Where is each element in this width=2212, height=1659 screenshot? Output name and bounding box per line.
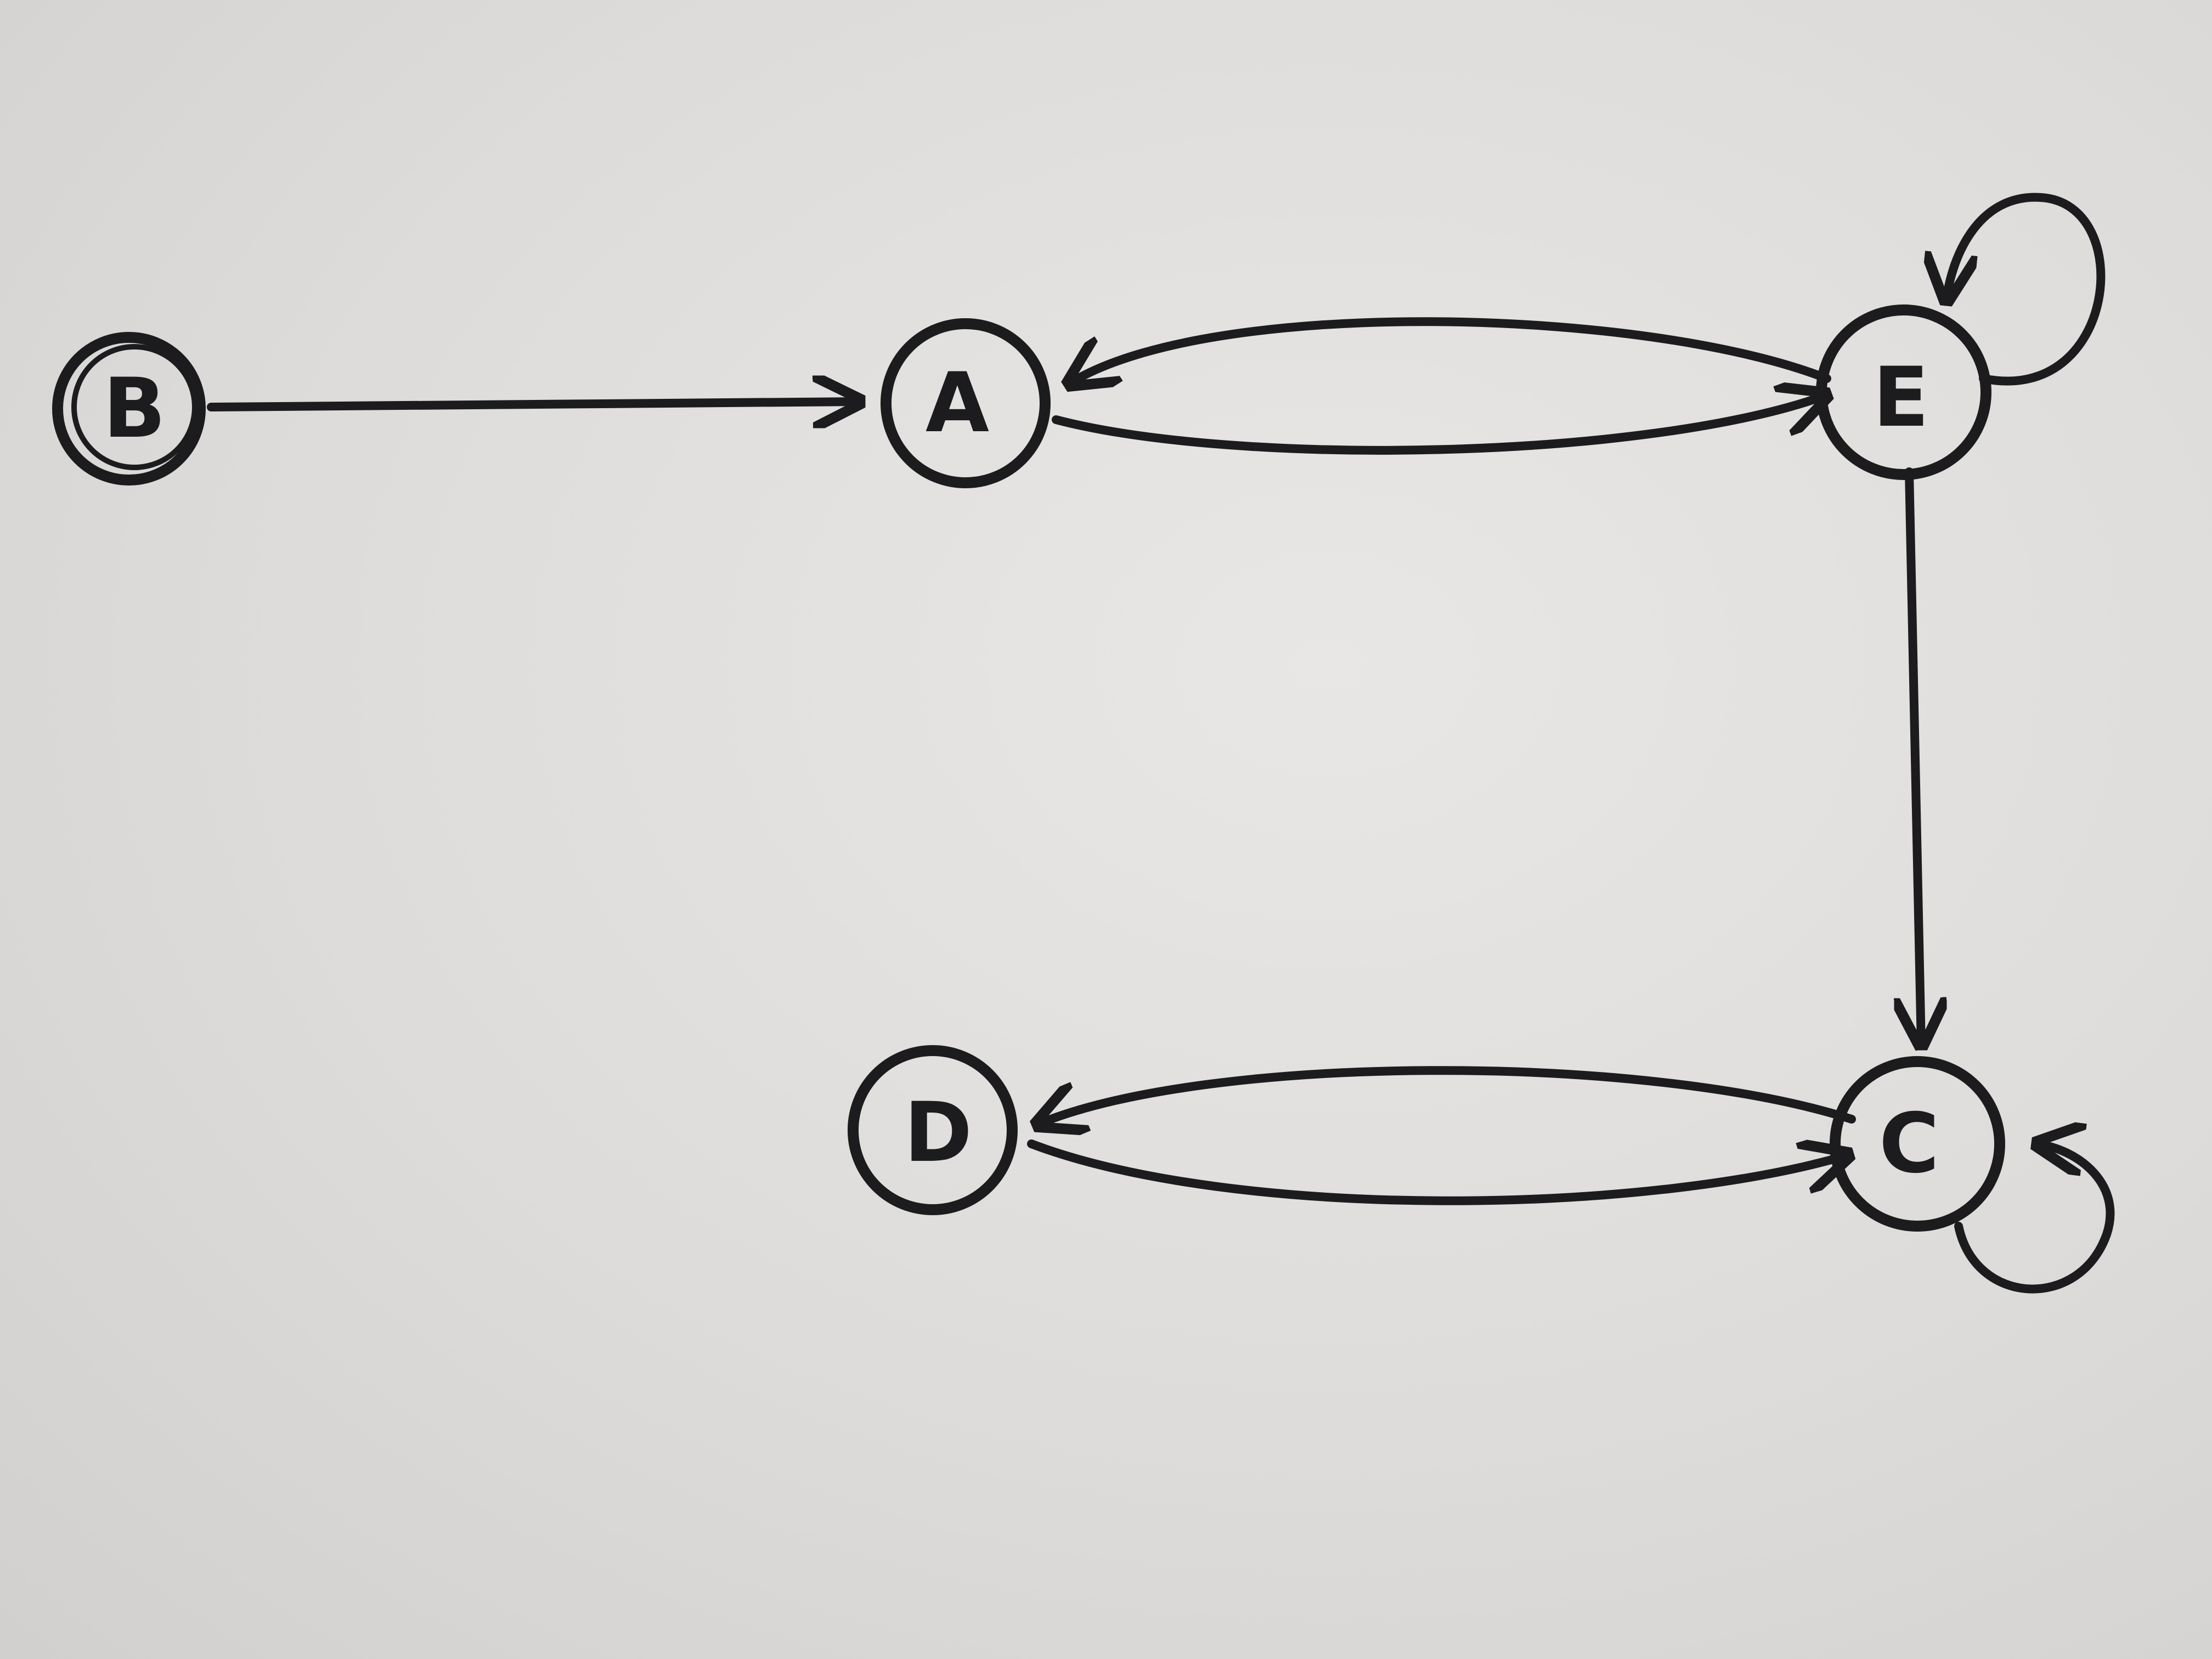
node-e-label: E — [1873, 350, 1929, 445]
node-b: B — [52, 332, 206, 486]
node-a-circle — [881, 318, 1051, 488]
node-a: A — [881, 318, 1051, 488]
node-b-label: B — [103, 361, 166, 456]
edge-b-to-a — [207, 402, 860, 407]
edge-c-self-loop — [1954, 1144, 2115, 1294]
node-d: D — [848, 1045, 1018, 1215]
node-b-inner-stroke — [71, 344, 198, 470]
edge-e-to-a — [1069, 317, 1831, 384]
node-a-label: A — [926, 356, 989, 451]
edge-d-to-c — [1027, 1144, 1849, 1205]
node-c-label: C — [1879, 1096, 1939, 1192]
node-d-label: D — [904, 1085, 973, 1181]
edge-e-to-c — [1909, 467, 1921, 1045]
node-c-circle — [1830, 1056, 2005, 1232]
edge-a-to-e — [1052, 395, 1827, 455]
edge-e-self-loop — [1946, 193, 2106, 386]
edges — [207, 193, 2115, 1294]
node-d-circle — [848, 1045, 1018, 1215]
node-e: E — [1816, 304, 1991, 480]
node-b-circle — [52, 332, 206, 486]
node-e-circle — [1816, 304, 1991, 480]
node-c: C — [1830, 1056, 2005, 1232]
edge-c-to-d — [1037, 1066, 1856, 1125]
